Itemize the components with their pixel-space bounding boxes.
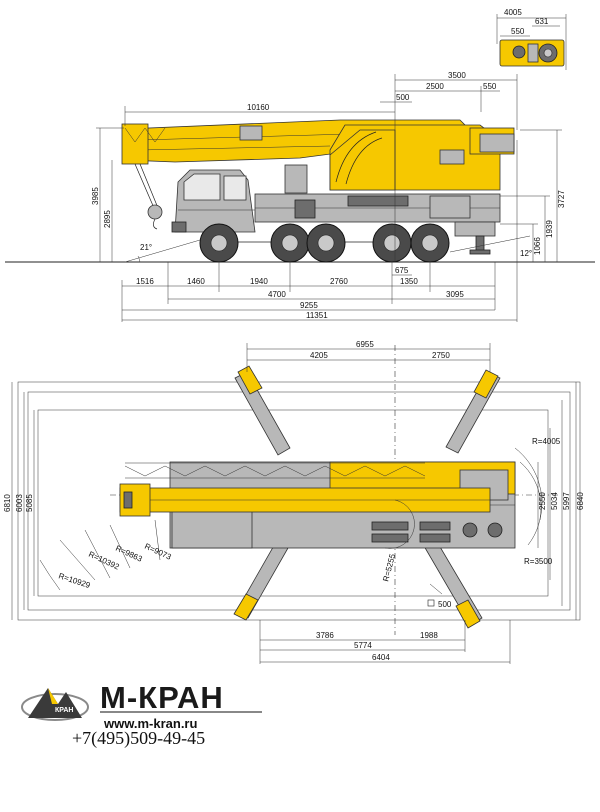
side-dim-9255: 9255	[300, 301, 318, 310]
side-dim-1940: 1940	[250, 277, 268, 286]
inset-dim-4005: 4005	[504, 8, 522, 17]
top-radius-3500: R=3500	[524, 557, 553, 566]
company-website[interactable]: www.m-kran.ru	[104, 716, 198, 731]
inset-dim-631: 631	[535, 17, 549, 26]
side-dim-1460: 1460	[187, 277, 205, 286]
side-angle-rear: 12°	[520, 249, 532, 258]
side-dim-3500: 3500	[448, 71, 466, 80]
top-dim-5085: 5085	[25, 494, 34, 512]
logo-text: КРАН	[55, 707, 73, 714]
top-radius-10929: R=10929	[57, 571, 91, 590]
top-view-drawing: R=4005 R=3500 R=5255 R=9073 R=9863 R=103…	[3, 340, 585, 664]
side-view-drawing: 21° 12° 10160 3500 2500 550 500 3985 289…	[5, 71, 595, 322]
top-dim-6955: 6955	[356, 340, 374, 349]
top-radius-4005: R=4005	[532, 437, 561, 446]
side-dim-3985: 3985	[91, 187, 100, 205]
side-dim-3095: 3095	[446, 290, 464, 299]
top-dim-6404: 6404	[372, 653, 390, 662]
top-dim-1988: 1988	[420, 631, 438, 640]
side-angle-front: 21°	[140, 243, 152, 252]
side-dim-3727: 3727	[557, 190, 566, 208]
side-dim-550: 550	[483, 82, 497, 91]
side-dim-2760: 2760	[330, 277, 348, 286]
top-dim-2550: 2550	[538, 492, 547, 510]
side-dim-1350: 1350	[400, 277, 418, 286]
side-dim-4700: 4700	[268, 290, 286, 299]
company-logo: КРАН	[21, 688, 262, 721]
side-dim-675: 675	[395, 266, 409, 275]
top-dim-6840: 6840	[576, 492, 585, 510]
top-dim-2750: 2750	[432, 351, 450, 360]
top-radius-9863: R=9863	[114, 544, 144, 564]
top-dim-6810: 6810	[3, 494, 12, 512]
top-pad-500: 500	[438, 600, 452, 609]
side-dim-2500: 2500	[426, 82, 444, 91]
inset-dim-550: 550	[511, 27, 525, 36]
side-dim-1066: 1066	[533, 237, 542, 255]
top-dim-5997: 5997	[562, 492, 571, 510]
side-dim-11351: 11351	[306, 311, 328, 320]
counterweight-inset: 4005 631 550	[496, 8, 567, 70]
top-dim-5774: 5774	[354, 641, 372, 650]
side-dim-10160: 10160	[247, 103, 270, 112]
top-dim-6003: 6003	[15, 494, 24, 512]
side-dim-2895: 2895	[103, 210, 112, 228]
company-phone[interactable]: +7(495)509-49-45	[72, 728, 206, 748]
company-name: М-КРАН	[100, 680, 224, 715]
top-dim-4205: 4205	[310, 351, 328, 360]
side-dim-500: 500	[396, 93, 410, 102]
side-dim-1516: 1516	[136, 277, 154, 286]
top-dim-5034: 5034	[550, 492, 559, 510]
top-dim-3786: 3786	[316, 631, 334, 640]
top-radius-10392: R=10392	[87, 550, 121, 572]
side-dim-1939: 1939	[545, 220, 554, 238]
